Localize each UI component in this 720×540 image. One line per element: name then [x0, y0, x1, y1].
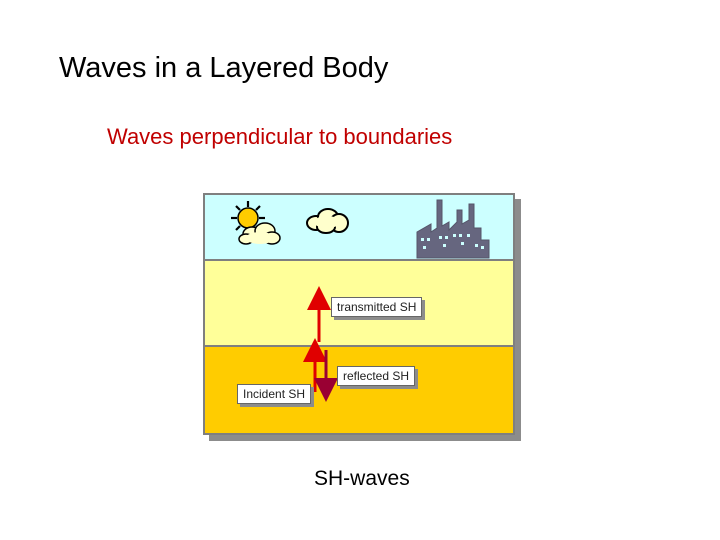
- diagram-caption: SH-waves: [314, 467, 410, 490]
- wave-arrows: [303, 286, 338, 402]
- transmitted-sh-label: transmitted SH: [331, 297, 423, 317]
- cloud-icon: [306, 208, 349, 234]
- slide-subtitle: Waves perpendicular to boundaries: [107, 124, 453, 149]
- slide-title: Waves in a Layered Body: [59, 52, 389, 84]
- incident-sh-label: Incident SH: [237, 384, 312, 404]
- factory-icon: [416, 199, 490, 259]
- sun-icon: [231, 201, 281, 245]
- reflected-sh-label: reflected SH: [337, 366, 416, 386]
